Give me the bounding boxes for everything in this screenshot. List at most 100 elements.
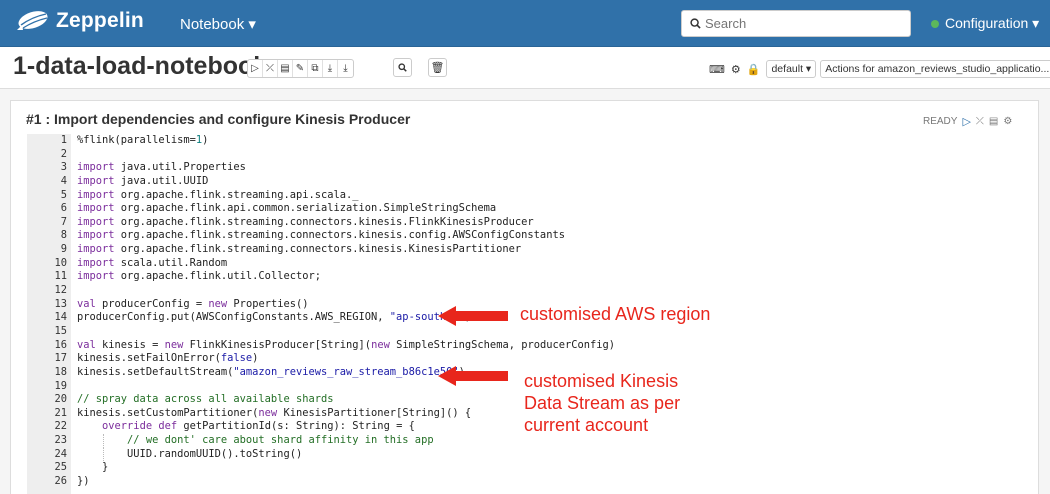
code-line[interactable]: 3 import java.util.Properties: [27, 161, 1027, 175]
download-icon[interactable]: ⤓: [343, 63, 348, 74]
code-line[interactable]: 2: [27, 148, 1027, 162]
paragraph-status: READY: [923, 116, 958, 127]
line-number: 9: [60, 243, 67, 256]
code-text: import java.util.Properties: [77, 161, 246, 174]
code-text: val kinesis = new FlinkKinesisProducer[S…: [77, 338, 616, 351]
code-line[interactable]: 5 import org.apache.flink.streaming.api.s…: [27, 189, 1027, 203]
code-line[interactable]: 22 override def getPartitionId(s: String…: [27, 420, 1027, 434]
notebook-title[interactable]: 1-data-load-notebook: [13, 52, 268, 80]
code-line[interactable]: 9 import org.apache.flink.streaming.conne…: [27, 243, 1027, 257]
zeppelin-logo-icon: [17, 11, 48, 30]
hide-code-icon[interactable]: ⤫: [263, 60, 278, 77]
export-icon[interactable]: ⤓: [323, 60, 338, 77]
line-number: 23: [54, 434, 67, 447]
interpreter-dropdown[interactable]: default ▾: [766, 60, 817, 78]
line-number: 16: [54, 338, 67, 351]
line-number: 4: [60, 174, 67, 187]
stream-annotation-line: Data Stream as per: [524, 393, 681, 413]
code-line[interactable]: 7 import org.apache.flink.streaming.conne…: [27, 216, 1027, 230]
trash-icon[interactable]: 🗑: [428, 58, 447, 77]
gear-icon[interactable]: ⚙: [730, 63, 741, 76]
line-number: 5: [60, 188, 67, 201]
code-text: import org.apache.flink.api.common.seria…: [77, 202, 497, 215]
code-text: import org.apache.flink.util.Collector;: [77, 270, 321, 283]
code-text: kinesis.setCustomPartitioner(new Kinesis…: [77, 406, 472, 419]
code-text: producerConfig.put(AWSConfigConstants.AW…: [77, 311, 471, 324]
line-number: 18: [54, 365, 67, 378]
code-line[interactable]: 6 import org.apache.flink.api.common.seri…: [27, 202, 1027, 216]
code-text: UUID.randomUUID().toString(): [77, 447, 303, 460]
search-code-icon[interactable]: [393, 58, 412, 77]
line-number: 24: [54, 447, 67, 460]
paragraph-settings-icon[interactable]: ⚙: [1003, 116, 1013, 127]
search-box[interactable]: [681, 10, 911, 37]
connection-status-icon: [931, 19, 939, 28]
line-number: 1: [60, 134, 67, 146]
clone-icon[interactable]: ⧉: [308, 60, 323, 77]
configuration-menu[interactable]: Configuration ▾: [931, 15, 1039, 32]
region-arrow-icon: [438, 306, 508, 326]
code-line[interactable]: 23 // we dont' care about shard affinity…: [27, 434, 1027, 448]
line-number: 10: [54, 256, 67, 269]
indent-guide: [103, 434, 104, 448]
notebook-settings: ⌨ ⚙ 🔒 default ▾ Actions for amazon_revie…: [709, 60, 1050, 78]
line-number: 2: [60, 147, 67, 160]
code-line[interactable]: 19: [27, 380, 1027, 394]
code-text: import scala.util.Random: [77, 256, 228, 269]
indent-guide: [103, 447, 104, 462]
code-line[interactable]: 10 import scala.util.Random: [27, 257, 1027, 271]
code-text: override def getPartitionId(s: String): …: [102, 420, 415, 433]
code-line[interactable]: 12: [27, 284, 1027, 298]
code-line[interactable]: 15: [27, 325, 1027, 339]
paragraph-title[interactable]: #1 : Import dependencies and configure K…: [26, 111, 411, 127]
top-navbar: Zeppelin Notebook ▾ Configuration ▾: [0, 0, 1050, 47]
run-all-icon[interactable]: ▷: [248, 60, 263, 77]
stream-annotation: customised Kinesis Data Stream as per cu…: [524, 370, 680, 436]
run-paragraph-icon[interactable]: ▷: [962, 116, 971, 128]
code-line[interactable]: 25 }: [27, 461, 1027, 475]
hide-output-icon[interactable]: ▤: [278, 60, 293, 77]
code-text: import org.apache.flink.streaming.connec…: [77, 215, 534, 228]
line-number: 11: [54, 270, 67, 283]
paragraph-controls: READY ▷ ⤫ ▤ ⚙: [923, 115, 1017, 128]
hide-editor-icon[interactable]: ⤫: [975, 116, 984, 127]
line-number: 22: [54, 420, 67, 433]
line-number: 8: [60, 229, 67, 242]
code-text: import org.apache.flink.streaming.api.sc…: [77, 188, 359, 201]
code-line[interactable]: 24 UUID.randomUUID().toString(): [27, 447, 1027, 462]
clear-output-icon[interactable]: ✎: [293, 60, 308, 77]
hide-output-icon[interactable]: ▤: [988, 116, 999, 127]
code-line[interactable]: 11 import org.apache.flink.util.Collector…: [27, 270, 1027, 284]
line-number: 25: [54, 461, 67, 474]
notebook-menu[interactable]: Notebook ▾: [180, 16, 256, 33]
line-number: 17: [54, 352, 67, 365]
line-number-gutter: [27, 134, 71, 494]
notebook-header: 1-data-load-notebook ▷ ⤫ ▤ ✎ ⧉ ⤓ ⤓ 🗑 ⌨ ⚙…: [0, 47, 1050, 89]
search-input[interactable]: [705, 16, 895, 31]
line-number: 7: [60, 215, 67, 228]
code-line[interactable]: 1 %flink(parallelism=1): [27, 134, 1027, 148]
code-line[interactable]: 26}): [27, 475, 1027, 489]
line-number: 15: [54, 324, 67, 337]
code-text: import org.apache.flink.streaming.connec…: [77, 229, 565, 242]
code-line[interactable]: 20// spray data across all available sha…: [27, 393, 1027, 407]
actions-dropdown[interactable]: Actions for amazon_reviews_studio_applic…: [820, 60, 1050, 78]
lock-icon[interactable]: 🔒: [746, 63, 761, 76]
line-number: 6: [60, 202, 67, 215]
keyboard-icon[interactable]: ⌨: [709, 63, 725, 76]
line-number: 3: [60, 161, 67, 174]
stream-annotation-line: current account: [524, 415, 649, 435]
code-line[interactable]: 8 import org.apache.flink.streaming.conne…: [27, 229, 1027, 243]
brand[interactable]: Zeppelin: [14, 8, 144, 34]
code-line[interactable]: 16 val kinesis = new FlinkKinesisProducer…: [27, 339, 1027, 353]
code-text: import org.apache.flink.streaming.connec…: [77, 243, 522, 256]
code-text: %flink(parallelism=1): [77, 134, 209, 146]
code-text: }): [77, 475, 90, 488]
line-number: 12: [54, 284, 67, 297]
